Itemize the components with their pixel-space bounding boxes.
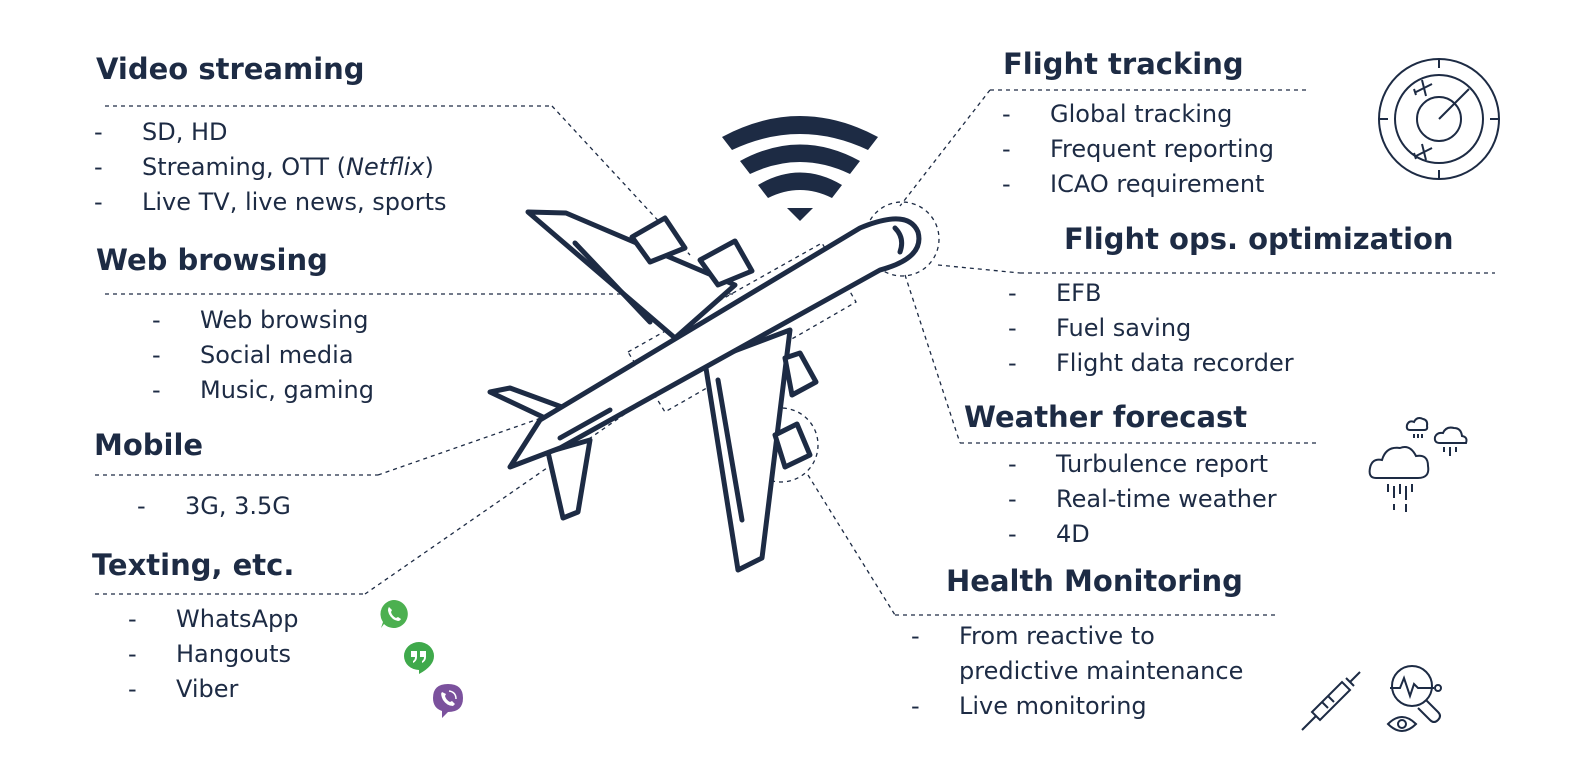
list-item: Hangouts: [128, 637, 298, 672]
wifi-icon: [722, 116, 878, 221]
list-item: Live TV, live news, sports: [94, 185, 446, 220]
list-item: Global tracking: [1002, 97, 1274, 132]
video-streaming-title: Video streaming: [96, 52, 365, 86]
flight-tracking-list: Global tracking Frequent reporting ICAO …: [1002, 97, 1274, 202]
list-item: From reactive to predictive maintenance: [911, 619, 1279, 689]
web-browsing-list: Web browsing Social media Music, gaming: [152, 303, 374, 408]
list-item: SD, HD: [94, 115, 446, 150]
list-item: ICAO requirement: [1002, 167, 1274, 202]
list-item: Social media: [152, 338, 374, 373]
video-streaming-list: SD, HD Streaming, OTT (Netflix) Live TV,…: [94, 115, 446, 220]
list-item: Flight data recorder: [1008, 346, 1294, 381]
texting-title: Texting, etc.: [92, 548, 295, 582]
fuselage-highlight: [627, 242, 857, 413]
flight-ops-list: EFB Fuel saving Flight data recorder: [1008, 276, 1294, 381]
mobile-title: Mobile: [94, 428, 204, 462]
syringe-icon: [1301, 671, 1361, 731]
list-item: Music, gaming: [152, 373, 374, 408]
health-monitoring-title: Health Monitoring: [946, 564, 1243, 598]
list-item: 3G, 3.5G: [137, 489, 291, 524]
list-item: Real-time weather: [1008, 482, 1277, 517]
list-item: Streaming, OTT (Netflix): [94, 150, 446, 185]
engine-highlight: [743, 407, 819, 483]
health-monitoring-list: From reactive to predictive maintenance …: [911, 619, 1279, 724]
radar-icon: [1378, 58, 1500, 180]
list-item: EFB: [1008, 276, 1294, 311]
list-item: Fuel saving: [1008, 311, 1294, 346]
health-connector: [807, 474, 896, 616]
health-scan-icon: [1386, 665, 1442, 732]
list-item: Web browsing: [152, 303, 374, 338]
connector-lines: [95, 89, 1495, 616]
list-item: Viber: [128, 672, 298, 707]
flight-tracking-title: Flight tracking: [1003, 47, 1244, 81]
list-item: WhatsApp: [128, 602, 298, 637]
hangouts-icon: [404, 642, 434, 674]
cockpit-highlight: [864, 201, 940, 277]
whatsapp-icon: [380, 600, 408, 628]
weather-connector: [904, 274, 961, 444]
weather-forecast-list: Turbulence report Real-time weather 4D: [1008, 447, 1277, 552]
mobile-list: 3G, 3.5G: [137, 489, 291, 524]
tracking-connector: [899, 89, 991, 207]
web-browsing-title: Web browsing: [96, 243, 328, 277]
list-item: Live monitoring: [911, 689, 1279, 724]
netflix-text: Netflix: [346, 153, 425, 181]
texting-connector: [364, 397, 649, 595]
list-item: Turbulence report: [1008, 447, 1277, 482]
list-item: Frequent reporting: [1002, 132, 1274, 167]
flight-ops-title: Flight ops. optimization: [1064, 222, 1454, 256]
weather-forecast-title: Weather forecast: [964, 400, 1248, 434]
cloud-rain-icon: [1368, 417, 1468, 512]
viber-icon: [433, 684, 463, 718]
texting-list: WhatsApp Hangouts Viber: [128, 602, 298, 707]
ops-connector: [937, 264, 1021, 274]
airplane-icon: [487, 209, 922, 573]
list-item: 4D: [1008, 517, 1277, 552]
